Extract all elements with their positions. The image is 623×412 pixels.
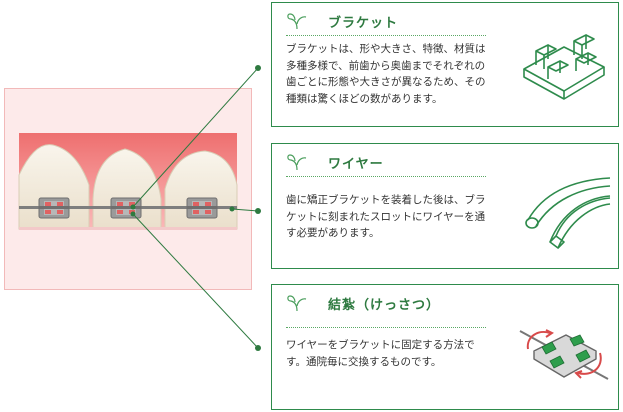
bracket-left: [38, 197, 70, 219]
card-title: ブラケット: [328, 15, 399, 31]
connector-dot: [229, 206, 235, 212]
card-title: ワイヤー: [328, 156, 384, 172]
card-ligature: 結紮（けっさつ） ワイヤーをブラケットに固定する方法です。通院毎に交換するもので…: [271, 284, 619, 410]
card-wire: ワイヤー 歯に矯正ブラケットを装着した後は、ブラケットに刻まれたスロットにワイヤ…: [271, 143, 619, 269]
wire-icon: [525, 177, 611, 249]
card-title: 結紮（けっさつ）: [328, 297, 441, 313]
braces-illustration: [18, 133, 238, 230]
connector-dot: [130, 211, 136, 217]
connector-dot: [255, 208, 261, 214]
card-bracket: ブラケット ブラケットは、形や大きさ、特徴、材質は多種多様で、前歯から奥歯までそ…: [271, 2, 619, 127]
connector-ligature: [132, 213, 259, 349]
tooth-right: [164, 150, 238, 230]
card-body: ブラケットは、形や大きさ、特徴、材質は多種多様で、前歯から奥歯までそれぞれの歯ご…: [286, 43, 486, 105]
bracket-right: [186, 197, 218, 219]
connector-dot: [130, 204, 136, 210]
connector-bracket: [132, 67, 259, 208]
sprout-icon: [287, 154, 307, 171]
bracket-icon: [523, 34, 605, 100]
connector-wire: [231, 208, 259, 212]
braces-illustration-panel: [4, 88, 252, 290]
divider: [286, 35, 486, 36]
divider: [286, 327, 486, 328]
connector-dot: [255, 65, 261, 71]
sprout-icon: [287, 13, 307, 30]
card-body: ワイヤーをブラケットに固定する方法です。通院毎に交換するものです。: [286, 339, 475, 368]
divider: [286, 176, 486, 177]
connector-dot: [255, 345, 261, 351]
ligature-icon: [519, 329, 609, 380]
card-body: 歯に矯正ブラケットを装着した後は、ブラケットに刻まれたスロットにワイヤーを通す必…: [286, 194, 486, 239]
sprout-icon: [287, 295, 307, 312]
